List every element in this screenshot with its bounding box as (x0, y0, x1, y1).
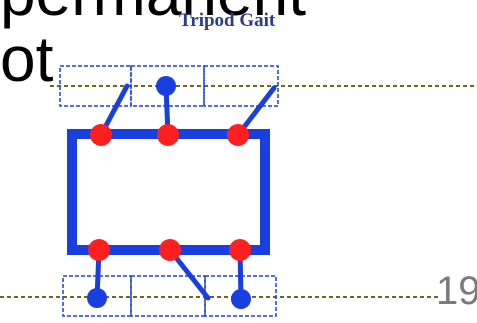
upper-support-boxes (59, 65, 279, 107)
slide-text-line-1: permanent (0, 0, 306, 29)
stance-feet (87, 76, 251, 309)
page-number: 19 (436, 269, 477, 313)
upper-right-support-box (203, 65, 279, 107)
hip-joints (88, 124, 251, 261)
diagram-title: Tripod Gait (179, 10, 276, 31)
upper-left-joint (90, 124, 112, 146)
lower-left-joint (88, 239, 110, 261)
upper-middle-joint (157, 124, 179, 146)
upper-middle-foot (156, 76, 176, 96)
lower-middle-joint (159, 239, 181, 261)
robot-body (67, 129, 270, 255)
upper-right-joint (227, 124, 249, 146)
lower-right-foot (231, 289, 251, 309)
upper-legs (98, 83, 277, 138)
lower-right-joint (229, 239, 251, 261)
slide-body-text: permanent ot (0, 0, 306, 92)
lower-left-foot (87, 288, 107, 308)
slide-text-line-2: ot (0, 23, 54, 95)
